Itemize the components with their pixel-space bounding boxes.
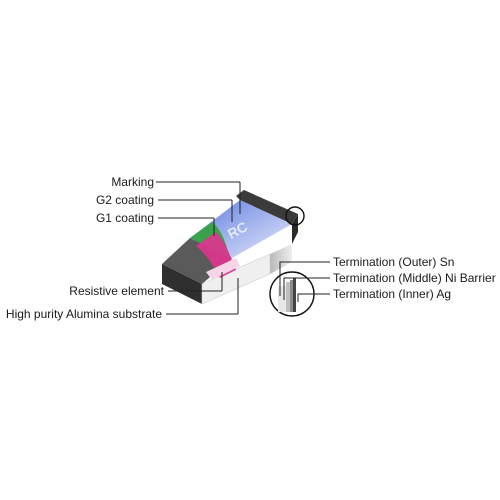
termination-inset — [269, 271, 315, 317]
label-termination-inner: Termination (Inner) Ag — [333, 287, 451, 301]
label-resistive-element: Resistive element — [69, 284, 164, 298]
right-termination-front — [270, 244, 292, 274]
right-termination-side — [292, 214, 298, 244]
leader-term-middle — [283, 277, 330, 300]
inset-inner-ag — [286, 282, 290, 312]
inset-middle-ni — [290, 280, 293, 312]
inset-outer-sn — [293, 278, 296, 312]
label-termination-middle: Termination (Middle) Ni Barrier — [333, 271, 496, 285]
label-substrate: High purity Alumina substrate — [6, 307, 162, 321]
substrate-top-layer — [206, 258, 240, 280]
leader-term-outer — [279, 261, 330, 296]
label-g2-coating: G2 coating — [96, 193, 154, 207]
label-termination-outer: Termination (Outer) Sn — [333, 255, 454, 269]
leader-term-inner — [297, 293, 330, 302]
left-termination-front — [162, 264, 202, 304]
label-g1-coating: G1 coating — [96, 211, 154, 225]
detail-callout-circle — [285, 206, 305, 226]
label-marking: Marking — [111, 175, 154, 189]
inset-substrate — [278, 286, 286, 312]
right-termination-top — [236, 190, 298, 224]
